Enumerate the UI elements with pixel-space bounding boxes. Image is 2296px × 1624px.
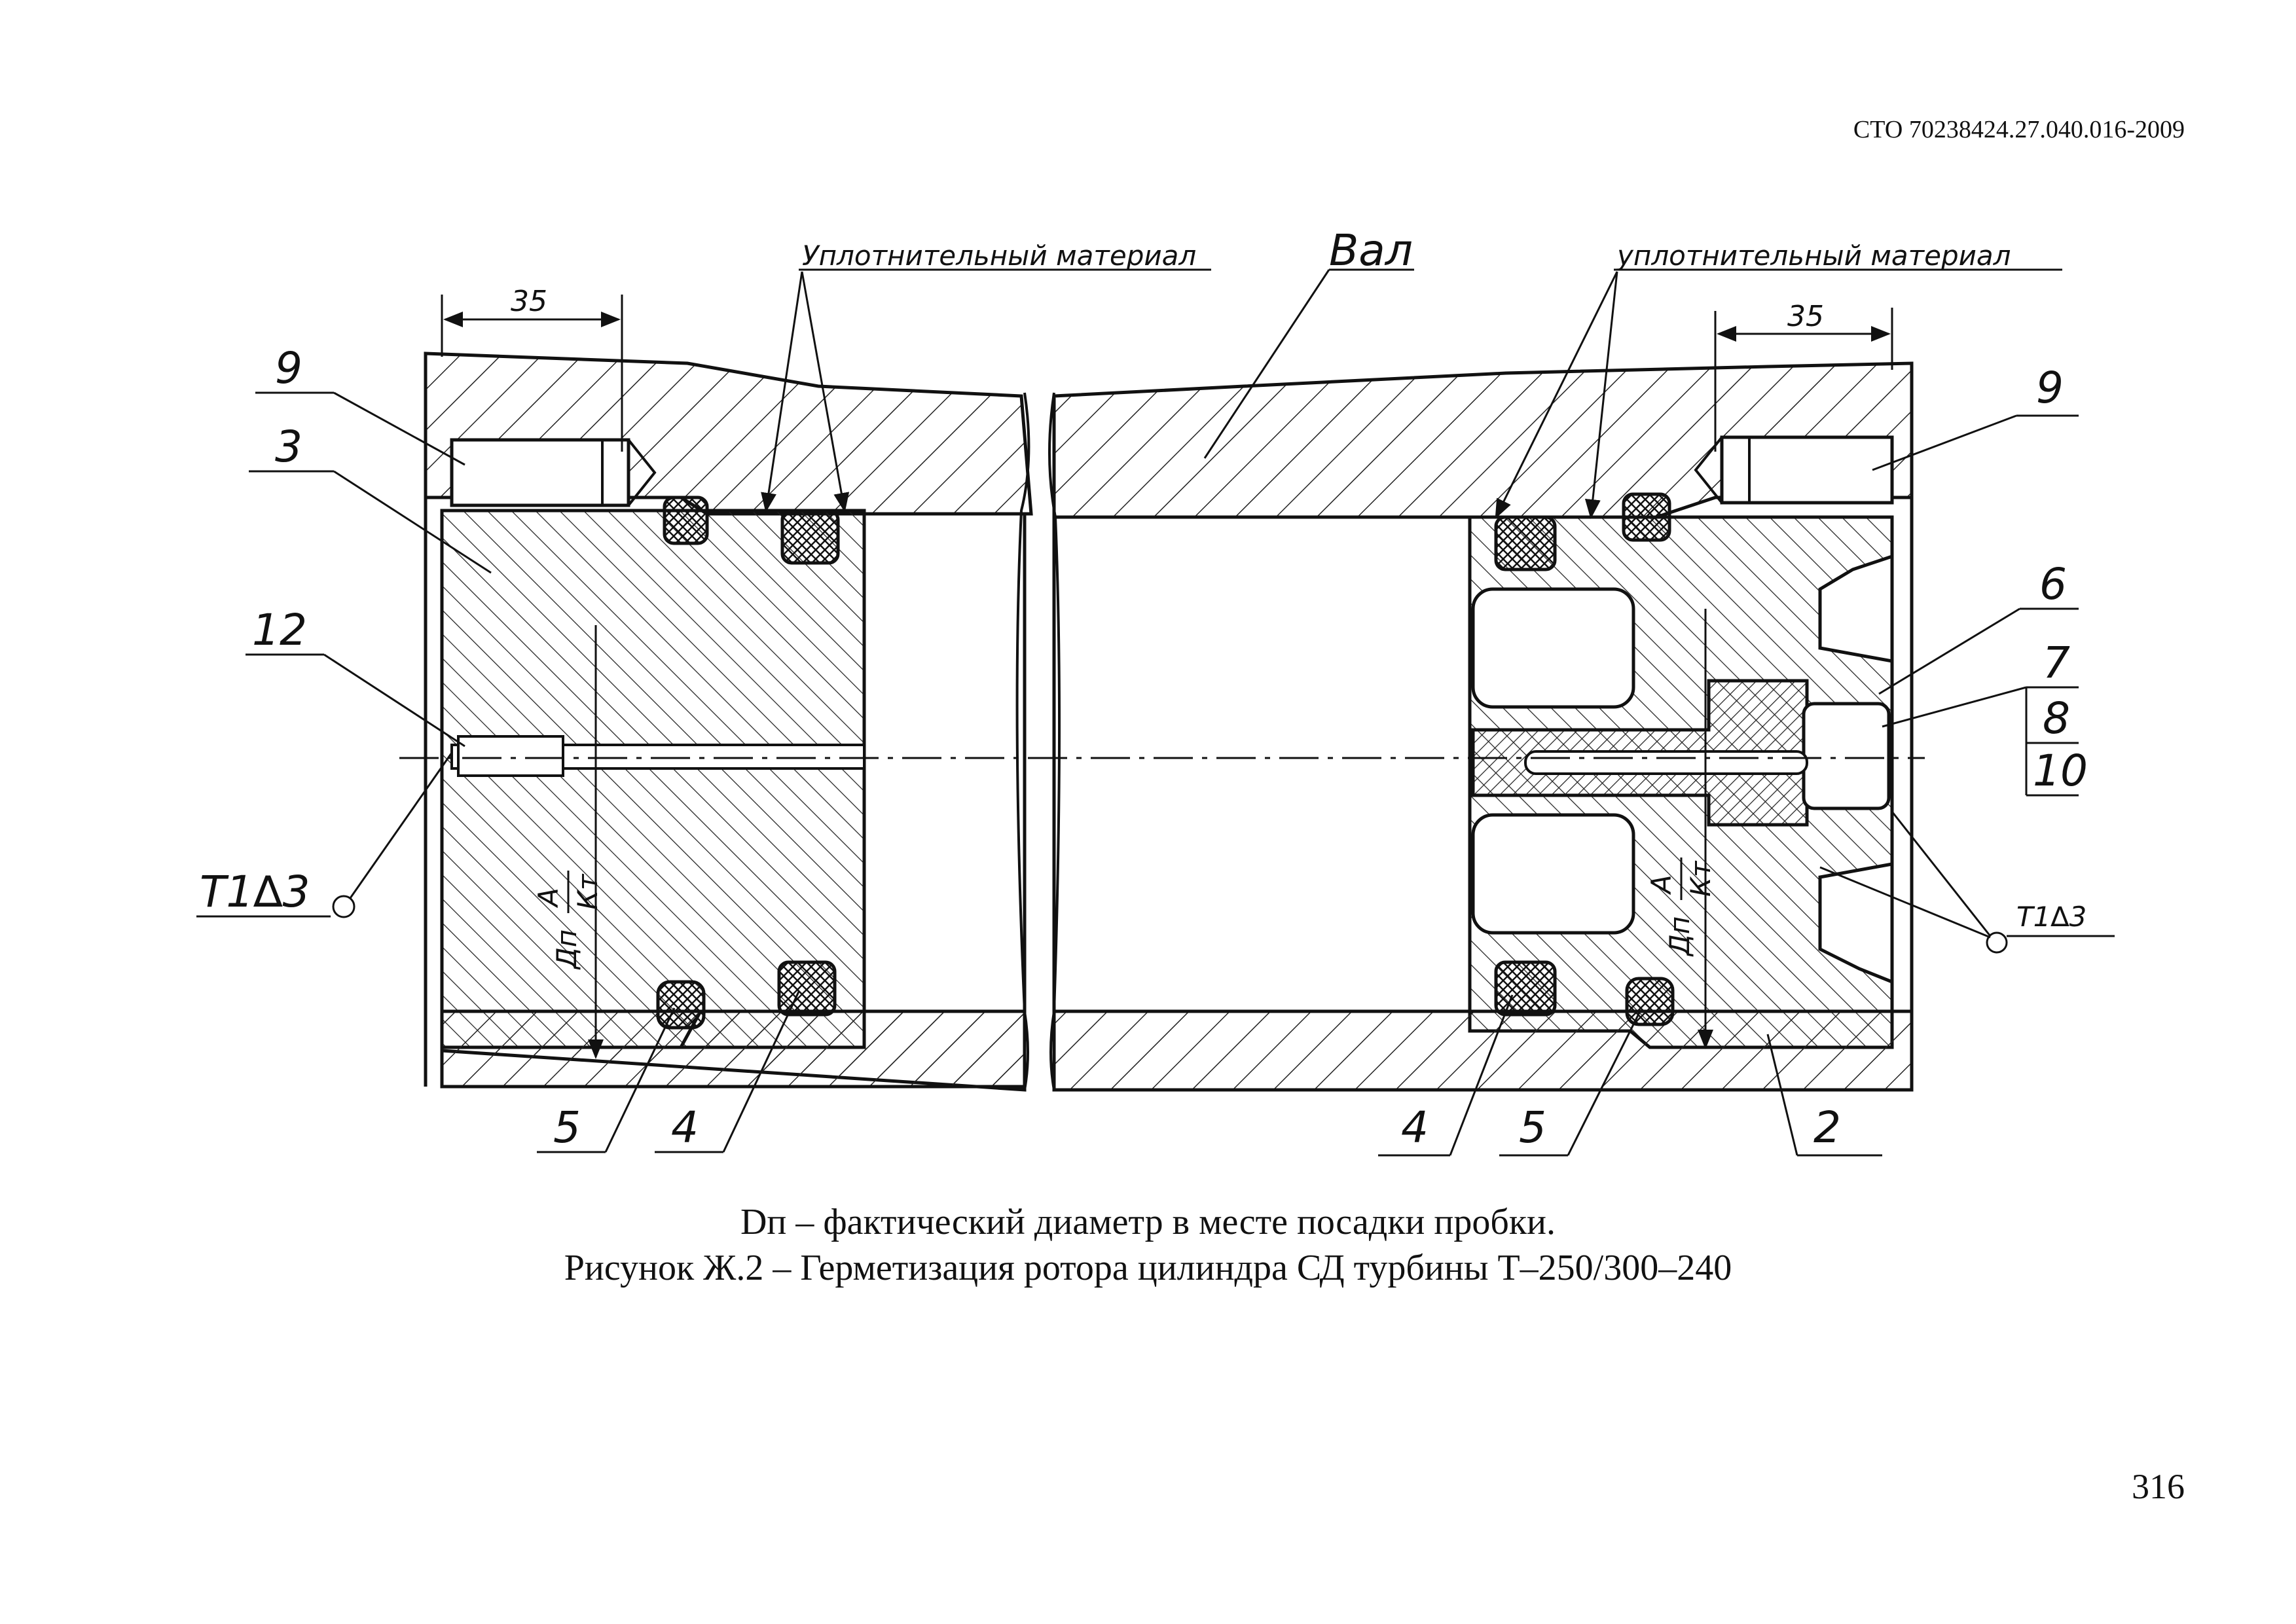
callout-9-right-text: 9	[2036, 363, 2064, 413]
callout-2: 2	[1766, 1034, 1882, 1157]
fit-label-left-den: Кт	[572, 873, 604, 910]
right-section	[1052, 361, 1914, 1092]
dimension-left-value: 35	[511, 285, 547, 318]
callout-4-right-text: 4	[1401, 1102, 1429, 1153]
fit-label-right-den: Кт	[1685, 860, 1717, 897]
screw-9-left	[450, 438, 630, 507]
document-code: СТО 70238424.27.040.016-2009	[1853, 116, 2185, 143]
callout-7-8-10: 7 8 10	[1882, 638, 2088, 797]
dimension-right: 35	[1714, 300, 1893, 452]
callout-10-text: 10	[2033, 746, 2088, 796]
left-section	[424, 352, 1033, 1092]
bore-right	[1052, 515, 1472, 1013]
drain-channel-right	[1524, 750, 1808, 775]
callout-4-left-text: 4	[671, 1102, 699, 1153]
break-line-right	[1048, 392, 1061, 1091]
screw-9-right	[1720, 435, 1894, 505]
seal-ring-5-bottom-right	[1625, 977, 1675, 1026]
seal-material-label-right: уплотнительный материал	[1616, 240, 2011, 272]
fit-label-right-num: А	[1645, 875, 1677, 895]
callout-6-text: 6	[2039, 559, 2067, 609]
seal-label-left-group: Уплотнительный материал	[761, 240, 1211, 513]
callout-5-right-text: 5	[1519, 1102, 1546, 1153]
seal-ring-5-top-left	[663, 496, 709, 545]
callout-7-text: 7	[2043, 638, 2070, 688]
callout-4-left: 4	[655, 991, 800, 1153]
callout-9-left-text: 9	[275, 343, 302, 393]
callout-12-text: 12	[252, 605, 307, 655]
callout-4-right: 4	[1378, 994, 1514, 1157]
callout-8-text: 8	[2043, 693, 2070, 744]
seal-material-label-left: Уплотнительный материал	[802, 240, 1196, 272]
callout-12: 12	[246, 605, 465, 748]
callout-3-text: 3	[275, 422, 302, 472]
weld-callout-right-text: Т1∆3	[2016, 901, 2086, 933]
seal-ring-4-bottom-right	[1494, 960, 1557, 1017]
bore-left	[862, 512, 1027, 1013]
callout-2-text: 2	[1813, 1102, 1841, 1153]
weld-callout-left: Т1∆3	[196, 752, 453, 918]
weld-callout-right: Т1∆3	[1819, 811, 2115, 954]
weld-callout-left-text: Т1∆3	[200, 867, 310, 917]
page-number: 316	[2132, 1467, 2185, 1506]
shaft-label-group: Вал	[1203, 225, 1414, 459]
seal-label-right-group: уплотнительный материал	[1495, 240, 2062, 519]
diameter-label-left: Дп	[551, 929, 583, 970]
seal-ring-4-top-right	[1494, 515, 1557, 571]
callout-5-left-text: 5	[553, 1102, 581, 1153]
break-line-left	[1015, 392, 1030, 1091]
diameter-label-right: Дп	[1664, 916, 1696, 957]
pocket-lower	[1471, 813, 1635, 935]
callout-5-right: 5	[1499, 1011, 1641, 1157]
seal-ring-4-top-left	[780, 509, 840, 565]
callout-3: 3	[249, 422, 492, 574]
figure-note: Dп – фактический диаметр в месте посадки…	[740, 1202, 1556, 1242]
fit-label-left-num: А	[532, 888, 564, 909]
figure-caption: Рисунок Ж.2 – Герметизация ротора цилинд…	[564, 1248, 1732, 1288]
dimension-right-value: 35	[1787, 300, 1824, 333]
seal-ring-4-bottom-left	[777, 960, 837, 1017]
shaft-lower-left-band	[440, 1009, 1027, 1089]
callout-5-left: 5	[537, 1007, 676, 1153]
callout-9-left: 9	[255, 343, 465, 466]
screw-7	[1802, 702, 1891, 810]
callout-9-right: 9	[1872, 363, 2079, 471]
seal-ring-5-bottom-left	[656, 980, 706, 1030]
callout-6: 6	[1878, 559, 2079, 695]
pocket-upper	[1471, 587, 1635, 709]
shaft-lower-right	[1052, 1009, 1914, 1092]
dimension-left: 35	[441, 285, 623, 452]
plug-3	[440, 509, 866, 1049]
seal-ring-5-top-right	[1622, 492, 1671, 542]
shaft-label: Вал	[1329, 225, 1413, 276]
